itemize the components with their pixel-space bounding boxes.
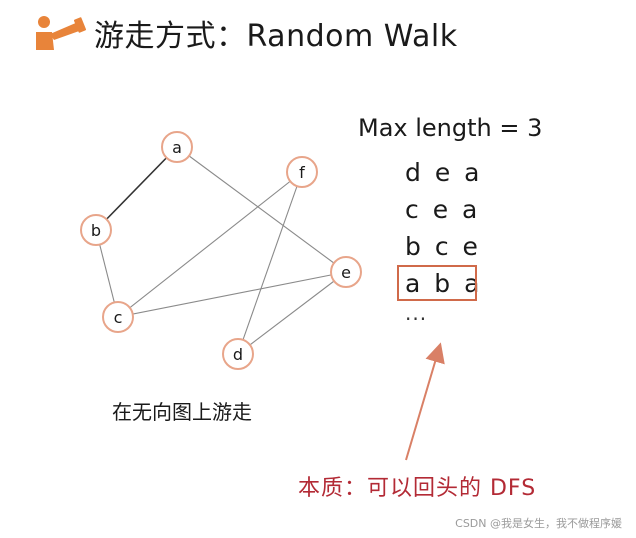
max-length-label: Max length = 3: [358, 114, 543, 142]
walk-sequence-list: d e a c e a b c e a b a ...: [396, 156, 483, 325]
graph-caption: 在无向图上游走: [112, 400, 252, 424]
edge-c-e: [117, 271, 347, 318]
walk-sequence-1: d e a: [405, 158, 483, 187]
slide-title: 游走方式：Random Walk: [32, 8, 458, 58]
node-label-d: d: [233, 345, 243, 364]
node-a: a: [161, 131, 193, 163]
node-label-e: e: [341, 263, 351, 282]
watermark: CSDN @我是女生，我不做程序媛: [455, 517, 622, 530]
edge-a-e: [176, 146, 347, 273]
walk-sequence-4-highlighted: a b a: [396, 265, 482, 304]
node-d: d: [222, 338, 254, 370]
walk-sequence-2: c e a: [405, 195, 481, 224]
person-with-telescope-logo-icon: [36, 16, 87, 50]
node-b: b: [80, 214, 112, 246]
edge-d-f: [237, 171, 303, 355]
title-text: 游走方式：Random Walk: [94, 19, 458, 54]
node-e: e: [330, 256, 362, 288]
node-label-a: a: [172, 138, 182, 157]
walk-ellipsis: ...: [405, 301, 428, 325]
pointer-arrow: [405, 342, 445, 461]
graph-nodes: a b c d e f: [80, 131, 362, 370]
node-label-b: b: [91, 221, 101, 240]
edge-a-b: [95, 146, 178, 231]
walk-sequence-3: b c e: [405, 232, 481, 261]
node-label-f: f: [299, 163, 305, 182]
essence-note: 本质：可以回头的 DFS: [298, 476, 537, 501]
edge-d-e: [237, 271, 347, 355]
node-c: c: [102, 301, 134, 333]
edge-c-f: [117, 171, 303, 318]
node-f: f: [286, 156, 318, 188]
node-label-c: c: [114, 308, 123, 327]
